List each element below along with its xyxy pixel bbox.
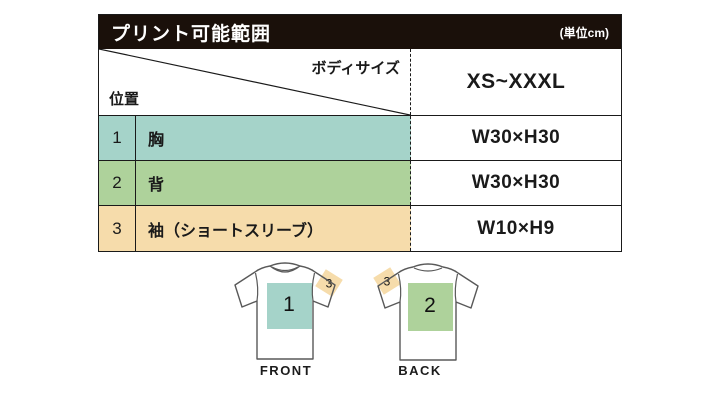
- row-position-label: 胸: [136, 116, 411, 160]
- front-collar-rib: [269, 265, 301, 273]
- row-size-value: W30×H30: [411, 116, 621, 160]
- back-print-area: [408, 283, 453, 331]
- diagonal-divider-line: [99, 49, 410, 115]
- unit-label: (単位cm): [559, 25, 609, 40]
- front-print-area: [267, 283, 312, 329]
- size-range-header: XS~XXXL: [466, 70, 566, 93]
- back-print-area-number: 2: [424, 294, 436, 317]
- diagonal-header-cell: ボディサイズ 位置: [99, 49, 411, 115]
- table-row-sleeve: 3 袖（ショートスリーブ） W10×H9: [99, 206, 621, 251]
- table-row-chest: 1 胸 W30×H30: [99, 116, 621, 161]
- table-titlebar: プリント可能範囲 (単位cm): [99, 15, 621, 49]
- tshirt-back-diagram: 2 3: [358, 258, 482, 371]
- back-collar-seam: [413, 267, 443, 272]
- row-size-value: W30×H30: [411, 161, 621, 205]
- row-number: 2: [99, 161, 136, 205]
- row-number: 1: [99, 116, 136, 160]
- front-sleeve-seams: [254, 272, 316, 302]
- front-caption: FRONT: [259, 363, 313, 378]
- front-print-area-number: 1: [283, 293, 295, 316]
- table-title: プリント可能範囲: [111, 23, 272, 45]
- row-position-label: 袖（ショートスリーブ）: [136, 206, 411, 251]
- back-sleeve-number: 3: [384, 275, 391, 289]
- row-header-label: 位置: [109, 91, 140, 108]
- table-header-row: ボディサイズ 位置 XS~XXXL: [99, 49, 621, 116]
- back-sleeve-badge: 3: [373, 267, 401, 295]
- tshirt-front-diagram: 1 3: [224, 258, 348, 371]
- back-sleeve-seams: [397, 273, 459, 303]
- table-row-back: 2 背 W30×H30: [99, 161, 621, 206]
- back-caption: BACK: [398, 363, 442, 378]
- row-position-label: 背: [136, 161, 411, 205]
- column-header-label: ボディサイズ: [311, 60, 400, 77]
- row-size-value: W10×H9: [411, 206, 621, 251]
- tshirt-back-outline: [377, 263, 479, 361]
- front-sleeve-number: 3: [326, 277, 333, 291]
- row-number: 3: [99, 206, 136, 251]
- tshirt-front-outline: [234, 262, 336, 360]
- print-area-table: プリント可能範囲 (単位cm) ボディサイズ 位置 XS~XXXL 1 胸 W3…: [98, 14, 622, 252]
